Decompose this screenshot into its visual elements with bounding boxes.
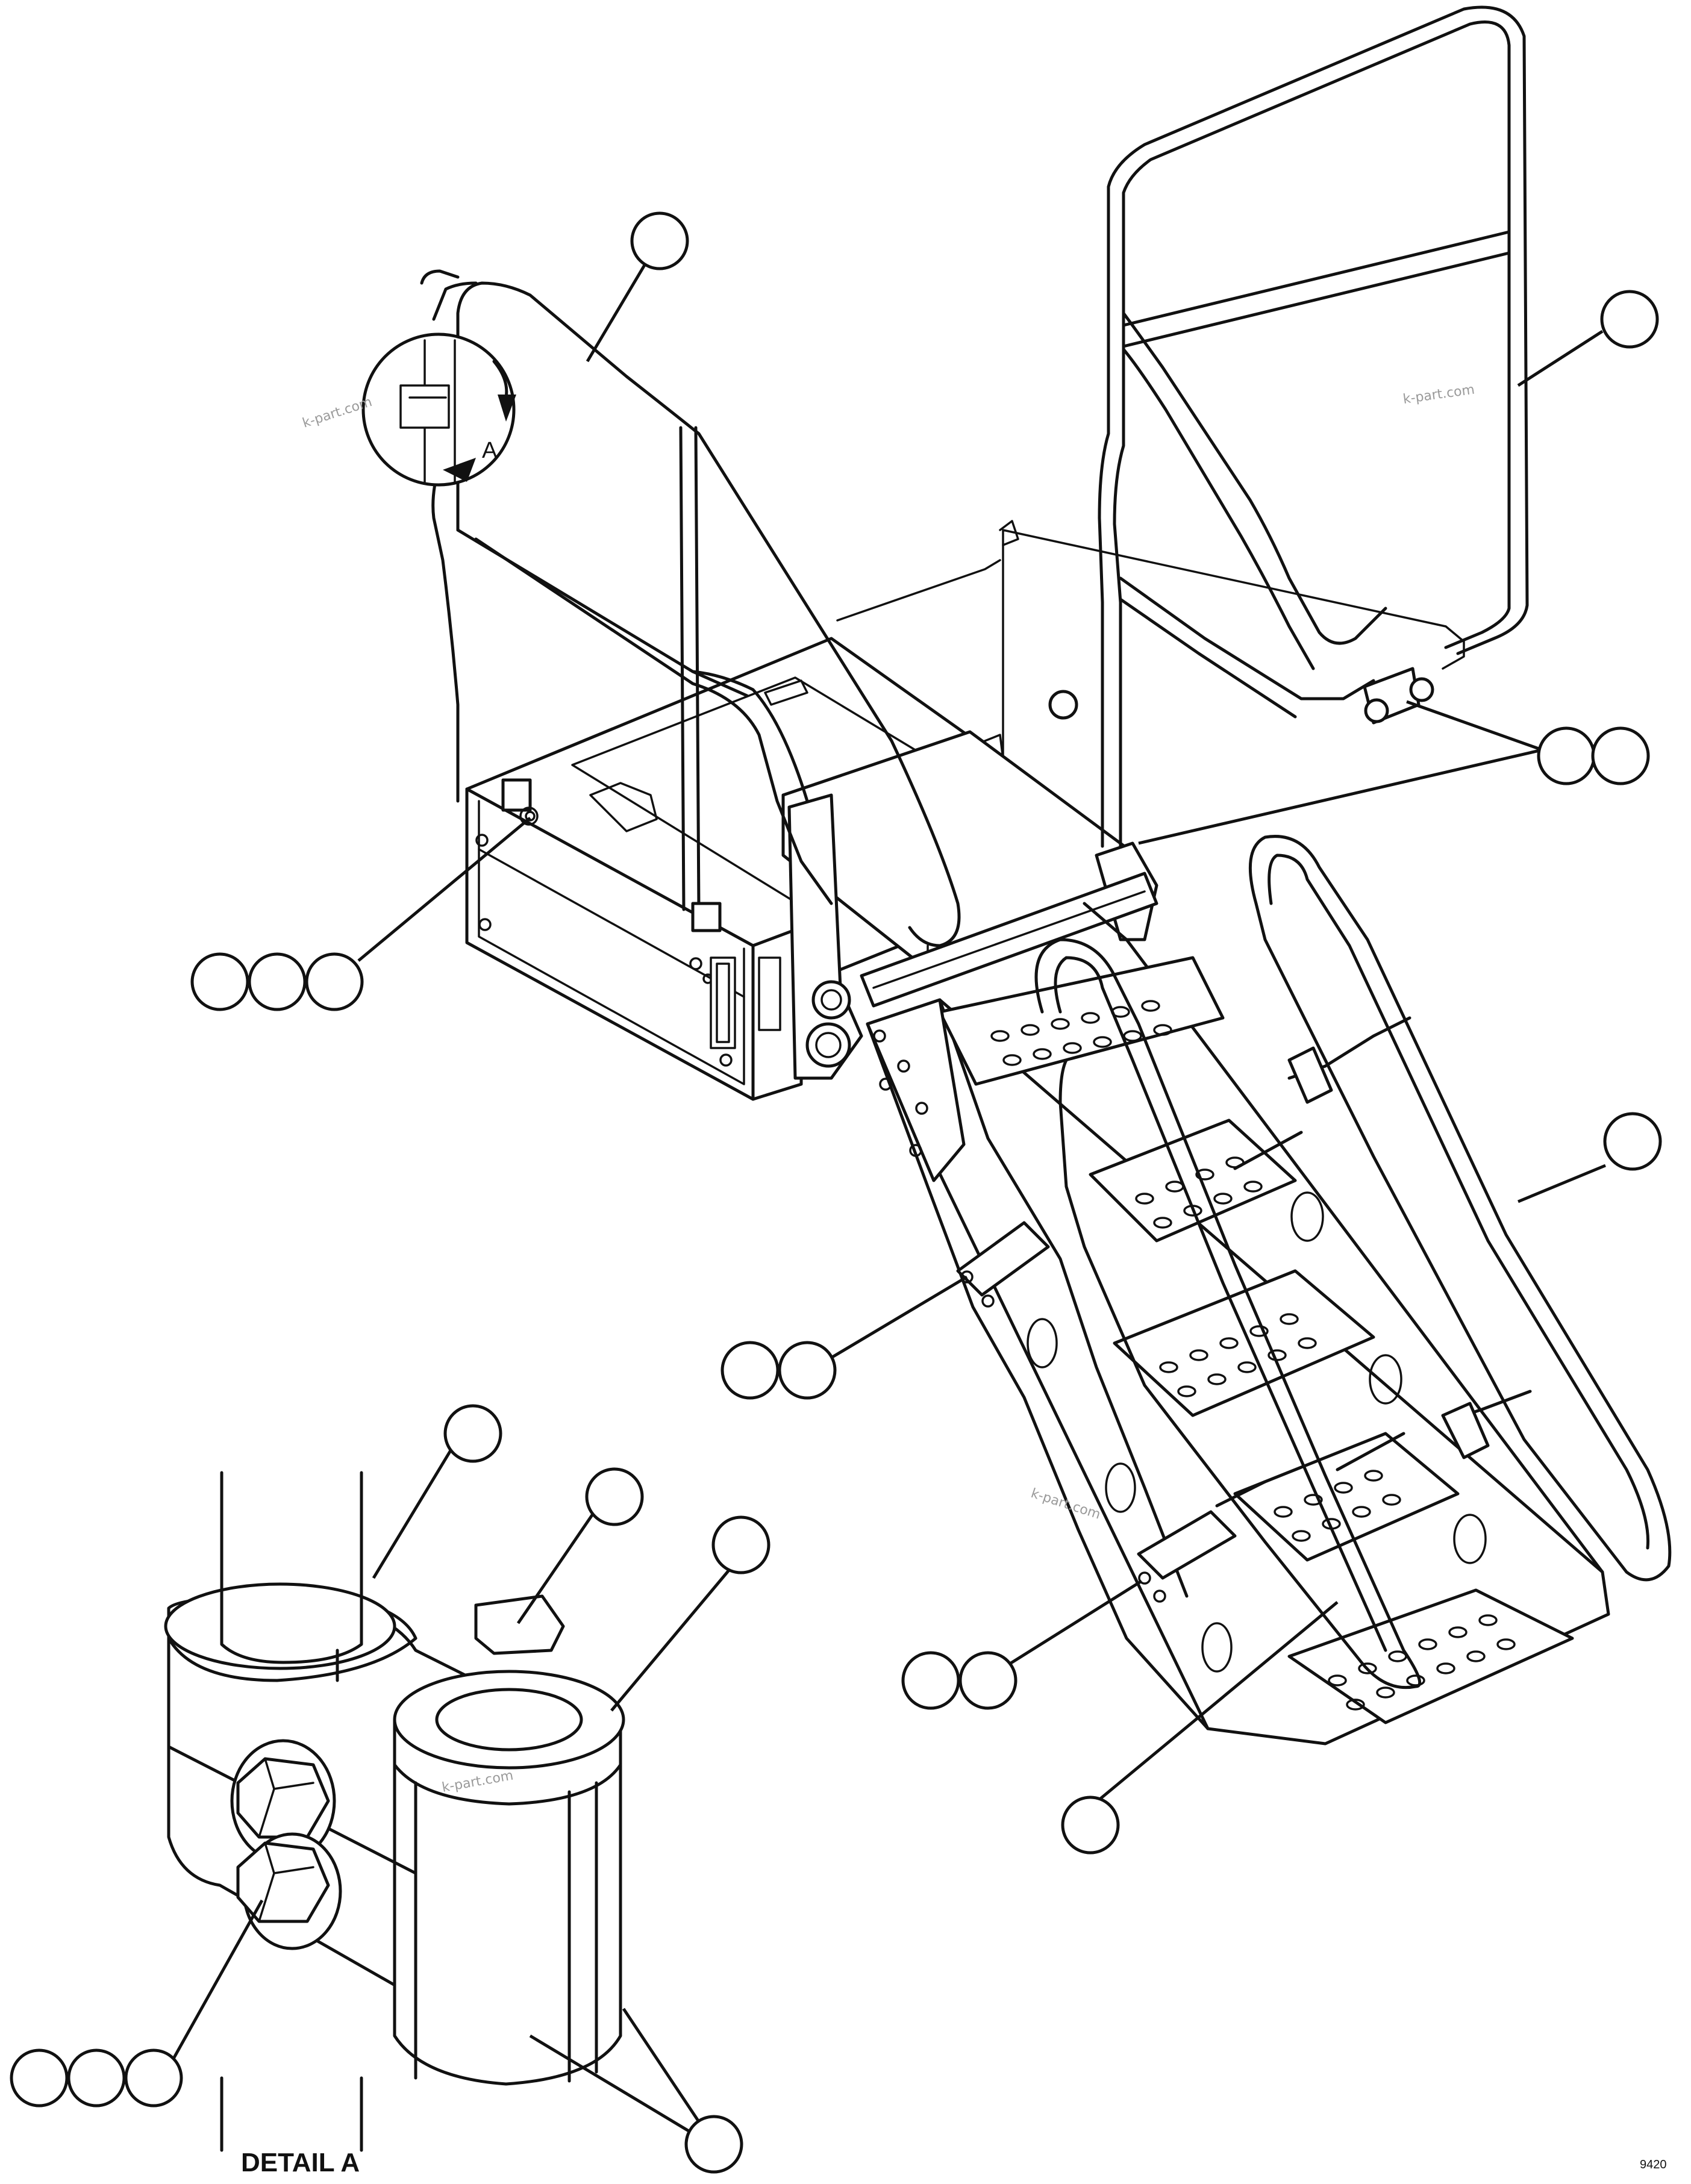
callout-balloon-7b (958, 1651, 1017, 1710)
detail-marker-letter: A (482, 438, 498, 463)
callout-balloon-12c (124, 2048, 183, 2108)
callout-balloon-10 (585, 1467, 644, 1526)
callout-balloon-1 (630, 211, 689, 270)
callout-balloon-4a (190, 952, 249, 1011)
callout-balloon-8 (1061, 1796, 1120, 1855)
arrow-down-icon (498, 395, 516, 422)
stair-handrails (1034, 835, 1672, 1689)
detail-a-callout: A (361, 332, 516, 487)
drawing-code: 9420 (1640, 2158, 1667, 2171)
callout-balloon-9 (443, 1404, 502, 1463)
callout-balloon-6a (720, 1341, 780, 1400)
callout-balloon-6b (778, 1341, 837, 1400)
watermark-2: k-part.com (1402, 382, 1475, 407)
callout-balloon-4b (248, 952, 307, 1011)
left-handrail (420, 269, 961, 947)
callout-balloon-3a (1537, 726, 1596, 785)
callout-balloon-3b (1591, 726, 1650, 785)
callout-balloon-2 (1600, 290, 1659, 349)
detail-a-view: DETAIL A (164, 1471, 625, 2177)
callout-balloon-11 (711, 1515, 770, 1574)
callout-balloon-13 (684, 2115, 743, 2174)
leader-lines (161, 264, 1606, 2137)
watermark-3: k-part.com (1029, 1486, 1102, 1523)
arrow-right-icon (443, 458, 476, 482)
right-handrail (1048, 5, 1529, 848)
callout-balloons (10, 211, 1662, 2174)
callout-balloon-12a (10, 2048, 69, 2108)
bolt-upper (230, 1739, 336, 1863)
stair-assembly (866, 902, 1610, 1746)
detail-caption: DETAIL A (241, 2148, 360, 2177)
callout-balloon-4c (305, 952, 364, 1011)
callout-balloon-12b (67, 2048, 126, 2108)
callout-balloon-7a (901, 1651, 960, 1710)
platform-assembly (465, 520, 1465, 1101)
callout-balloon-5 (1603, 1112, 1662, 1171)
